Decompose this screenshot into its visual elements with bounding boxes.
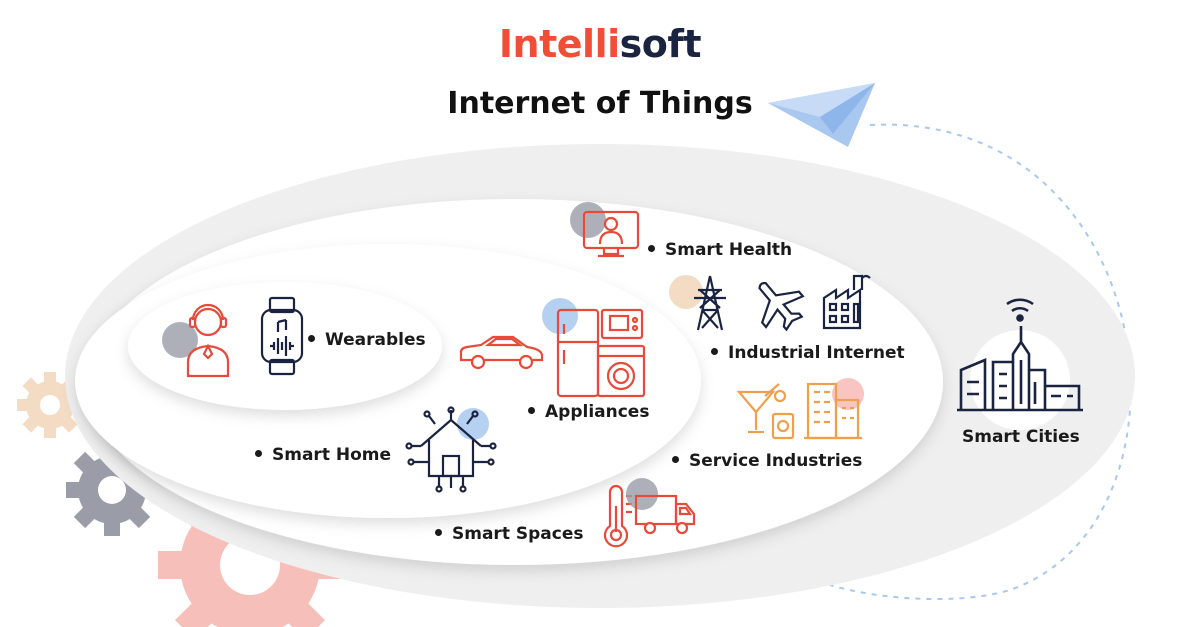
bullet-dot [308, 334, 315, 342]
label-smart-home: Smart Home [255, 445, 391, 465]
label-smart-spaces-text: Smart Spaces [452, 524, 584, 544]
label-appliances: Appliances [528, 402, 649, 422]
bullet-dot [711, 347, 718, 355]
paper-plane-icon [768, 83, 875, 147]
office-building-icon [804, 378, 864, 440]
label-service-industries: Service Industries [672, 451, 862, 471]
bullet-dot [255, 449, 262, 457]
label-smart-health: Smart Health [648, 240, 792, 260]
city-wifi-icon [957, 298, 1083, 412]
label-industrial-internet-text: Industrial Internet [728, 343, 905, 363]
cocktail-icon [736, 383, 795, 440]
brand-part-1: Intelli [498, 22, 620, 66]
delivery-truck-icon [626, 478, 696, 535]
bullet-dot [528, 406, 535, 414]
person-headset-icon [162, 303, 230, 378]
diagram-title: Internet of Things [447, 86, 753, 121]
label-smart-spaces: Smart Spaces [435, 524, 583, 544]
smartwatch-icon [260, 296, 304, 376]
label-smart-home-text: Smart Home [272, 445, 392, 465]
label-service-industries-text: Service Industries [689, 451, 863, 471]
smart-home-icon [405, 406, 497, 493]
airplane-icon [758, 281, 805, 332]
appliances-icon [542, 298, 646, 398]
car-icon [459, 335, 544, 370]
dashed-orbit [829, 123, 1132, 601]
label-industrial-internet: Industrial Internet [711, 343, 905, 363]
doctor-monitor-icon [570, 202, 640, 258]
label-wearables: Wearables [308, 330, 426, 350]
brand-part-2: soft [619, 22, 702, 66]
label-appliances-text: Appliances [545, 402, 650, 422]
label-wearables-text: Wearables [325, 330, 426, 350]
power-tower-icon [669, 275, 726, 331]
label-smart-cities-text: Smart Cities [962, 427, 1080, 447]
bullet-dot [648, 244, 655, 252]
bullet-dot [672, 455, 679, 463]
label-smart-cities: Smart Cities [962, 427, 1080, 447]
factory-icon [822, 274, 871, 330]
brand-logo: Intellisoft [0, 22, 1200, 66]
bullet-dot [435, 528, 442, 536]
label-smart-health-text: Smart Health [665, 240, 793, 260]
